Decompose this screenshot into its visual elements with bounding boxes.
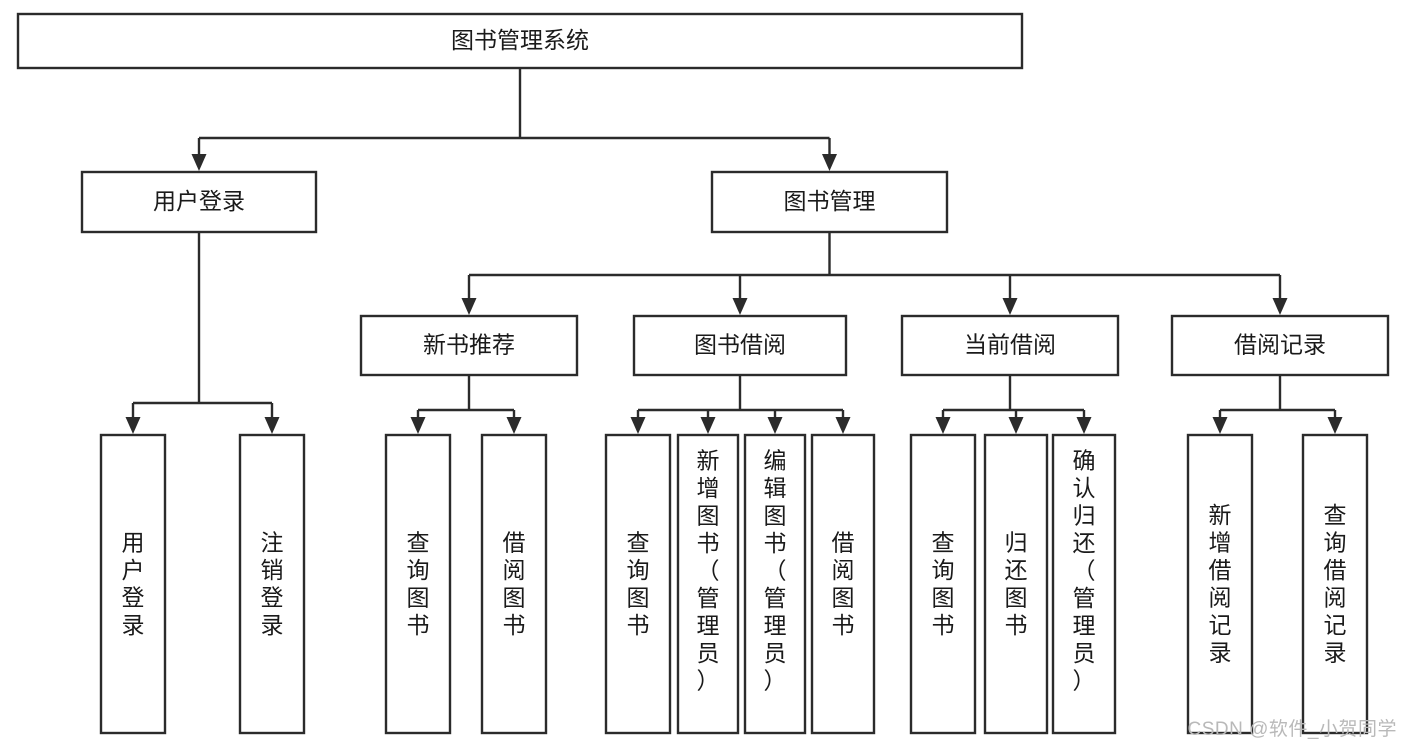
node-label-leaf-nb-borrow: 借阅图书: [503, 529, 526, 638]
node-box-leaf-nb-query[interactable]: [384, 433, 452, 735]
node-box-leaf-rec-query[interactable]: [1301, 433, 1369, 735]
node-label-leaf-nb-query: 查询图书: [407, 529, 430, 638]
node-records[interactable]: 借阅记录: [1170, 314, 1390, 377]
node-leaf-nb-query[interactable]: 查询图书: [384, 433, 452, 735]
edges-layer: [125, 68, 1343, 434]
node-box-records[interactable]: [1170, 314, 1390, 377]
node-label-leaf-bw-borrow: 借阅图书: [832, 529, 855, 638]
node-box-leaf-nb-borrow[interactable]: [480, 433, 548, 735]
node-current[interactable]: 当前借阅: [900, 314, 1120, 377]
node-box-leaf-user-login[interactable]: [99, 433, 167, 735]
node-box-leaf-bw-borrow[interactable]: [810, 433, 876, 735]
node-leaf-rec-add[interactable]: 新增借阅记录: [1186, 433, 1254, 735]
node-leaf-cur-query[interactable]: 查询图书: [909, 433, 977, 735]
node-borrow[interactable]: 图书借阅: [632, 314, 848, 377]
node-label-newbook: 新书推荐: [423, 332, 515, 358]
node-leaf-user-login[interactable]: 用户登录: [99, 433, 167, 735]
csdn-watermark: CSDN @软件_小贺同学: [1187, 719, 1397, 740]
node-login[interactable]: 用户登录: [80, 170, 318, 234]
node-label-leaf-cur-return: 归还图书: [1005, 529, 1028, 638]
node-label-leaf-cur-query: 查询图书: [932, 529, 955, 638]
node-leaf-bw-edit[interactable]: 编辑图书（管理员）: [743, 433, 807, 735]
node-label-login: 用户登录: [153, 188, 245, 214]
node-label-leaf-user-login: 用户登录: [122, 529, 145, 638]
node-leaf-nb-borrow[interactable]: 借阅图书: [480, 433, 548, 735]
node-leaf-cur-return[interactable]: 归还图书: [983, 433, 1049, 735]
node-box-leaf-bw-edit[interactable]: [743, 433, 807, 735]
node-label-leaf-rec-add: 新增借阅记录: [1209, 502, 1232, 666]
node-box-leaf-bw-query[interactable]: [604, 433, 672, 735]
node-label-borrow: 图书借阅: [694, 332, 786, 358]
node-box-leaf-cur-query[interactable]: [909, 433, 977, 735]
node-leaf-bw-add[interactable]: 新增图书（管理员）: [676, 433, 740, 735]
node-bookmgmt[interactable]: 图书管理: [710, 170, 949, 234]
node-label-leaf-bw-query: 查询图书: [627, 529, 650, 638]
node-label-records: 借阅记录: [1234, 332, 1326, 358]
node-leaf-bw-borrow[interactable]: 借阅图书: [810, 433, 876, 735]
node-box-current[interactable]: [900, 314, 1120, 377]
node-label-leaf-bw-edit: 编辑图书（管理员）: [764, 447, 787, 693]
node-label-root: 图书管理系统: [451, 27, 589, 53]
node-box-leaf-cur-return[interactable]: [983, 433, 1049, 735]
node-box-leaf-user-logout[interactable]: [238, 433, 306, 735]
nodes-layer: 图书管理系统用户登录图书管理新书推荐图书借阅当前借阅借阅记录用户登录注销登录查询…: [16, 12, 1390, 735]
node-box-leaf-rec-add[interactable]: [1186, 433, 1254, 735]
node-box-login[interactable]: [80, 170, 318, 234]
node-box-leaf-bw-add[interactable]: [676, 433, 740, 735]
node-label-leaf-rec-query: 查询借阅记录: [1324, 502, 1347, 666]
node-box-borrow[interactable]: [632, 314, 848, 377]
node-box-newbook[interactable]: [359, 314, 579, 377]
node-box-bookmgmt[interactable]: [710, 170, 949, 234]
node-box-leaf-cur-confirm[interactable]: [1051, 433, 1117, 735]
node-leaf-cur-confirm[interactable]: 确认归还（管理员）: [1051, 433, 1117, 735]
node-label-leaf-user-logout: 注销登录: [261, 529, 284, 638]
node-label-bookmgmt: 图书管理: [784, 188, 876, 214]
node-label-leaf-bw-add: 新增图书（管理员）: [697, 447, 720, 693]
node-leaf-bw-query[interactable]: 查询图书: [604, 433, 672, 735]
node-label-leaf-cur-confirm: 确认归还（管理员）: [1073, 447, 1096, 693]
node-box-root[interactable]: [16, 12, 1024, 70]
node-label-current: 当前借阅: [964, 332, 1056, 358]
node-leaf-user-logout[interactable]: 注销登录: [238, 433, 306, 735]
node-root[interactable]: 图书管理系统: [16, 12, 1024, 70]
node-newbook[interactable]: 新书推荐: [359, 314, 579, 377]
node-leaf-rec-query[interactable]: 查询借阅记录: [1301, 433, 1369, 735]
